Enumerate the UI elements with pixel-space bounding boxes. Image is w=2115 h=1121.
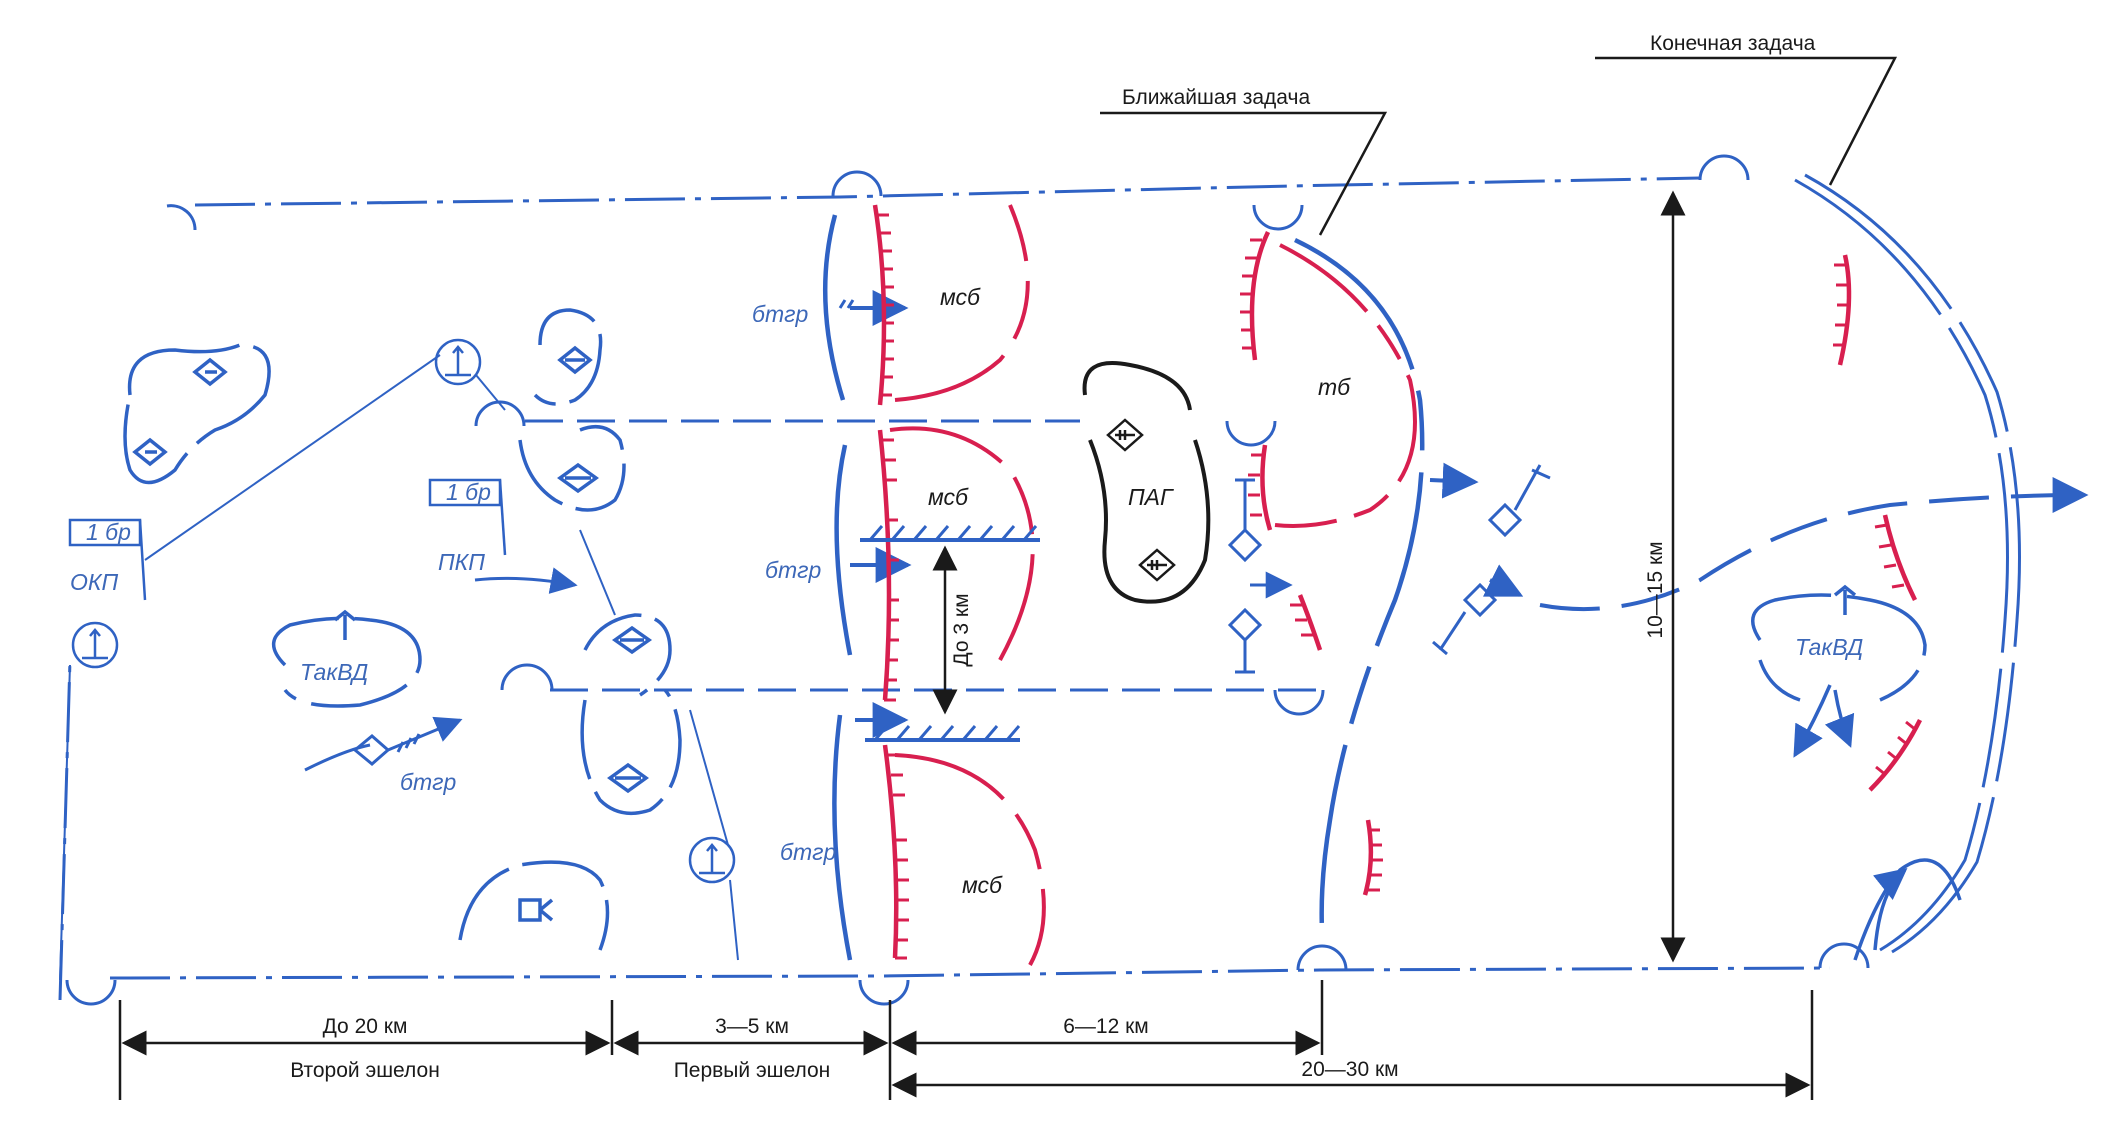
tb-arc [1274,243,1417,528]
tank-symbols [1227,464,1551,674]
barrier-lines [860,525,1040,742]
first-echelon-front [822,214,853,961]
enemy-defense-lines-1 [872,204,899,959]
flag-1br-left: 1 бр [86,519,131,545]
btgr-rear-label: бтгр [400,769,456,795]
up-to-20km-label: До 20 км [323,1015,408,1038]
flag-1br-right: 1 бр [446,479,491,505]
btgr-bottom-label: бтгр [780,839,836,865]
tb-label: тб [1318,374,1351,400]
bottom-dimensions [118,980,1814,1100]
msb-top-label: мсб [940,284,981,310]
top-boundary-line [194,176,1701,207]
main-axis-arrow [1429,462,2089,612]
takvd-left-label: ТакВД [300,659,368,685]
final-task-double-line [1794,173,2021,954]
first-echelon-label: Первый эшелон [674,1059,831,1082]
msb-mid-label: мсб [928,484,969,510]
range-3-5km-label: 3—5 км [715,1015,789,1038]
boundary-semicircles [65,154,1870,1006]
immediate-task-label: Ближайшая задача [1122,86,1310,109]
right-takvd [1750,584,1962,961]
second-echelon-label: Второй эшелон [290,1059,440,1082]
okp-label: ОКП [70,569,118,595]
enemy-defense-lines-2 [1249,231,1374,896]
range-6-12km-label: 6—12 км [1063,1015,1149,1038]
btgr-mid-label: бтгр [765,557,821,583]
up-to-3km-label: До 3 км [950,593,973,666]
btgr-top-label: бтгр [752,301,808,327]
callout-leaders [1100,56,1898,236]
msb-bottom-label: мсб [962,872,1003,898]
takvd-right-label: ТакВД [1795,634,1863,660]
pag-area [1082,361,1211,604]
enemy-far-right [1837,254,1923,792]
second-echelon-elements [123,308,682,951]
msb-arcs [889,204,1046,966]
pag-label: ПАГ [1128,484,1174,510]
pkp-label: ПКП [438,549,485,575]
range-20-30km-label: 20—30 км [1301,1058,1398,1081]
command-posts [59,338,739,981]
immediate-task-front [1294,237,1425,931]
pag-artillery-icons [1106,418,1176,582]
btgr-attack-arrows [838,290,912,738]
width-range-label: 10—15 км [1644,541,1667,638]
bottom-boundary-line [109,966,1831,980]
final-task-label: Конечная задача [1650,32,1816,55]
enemy-ticks [877,213,909,960]
